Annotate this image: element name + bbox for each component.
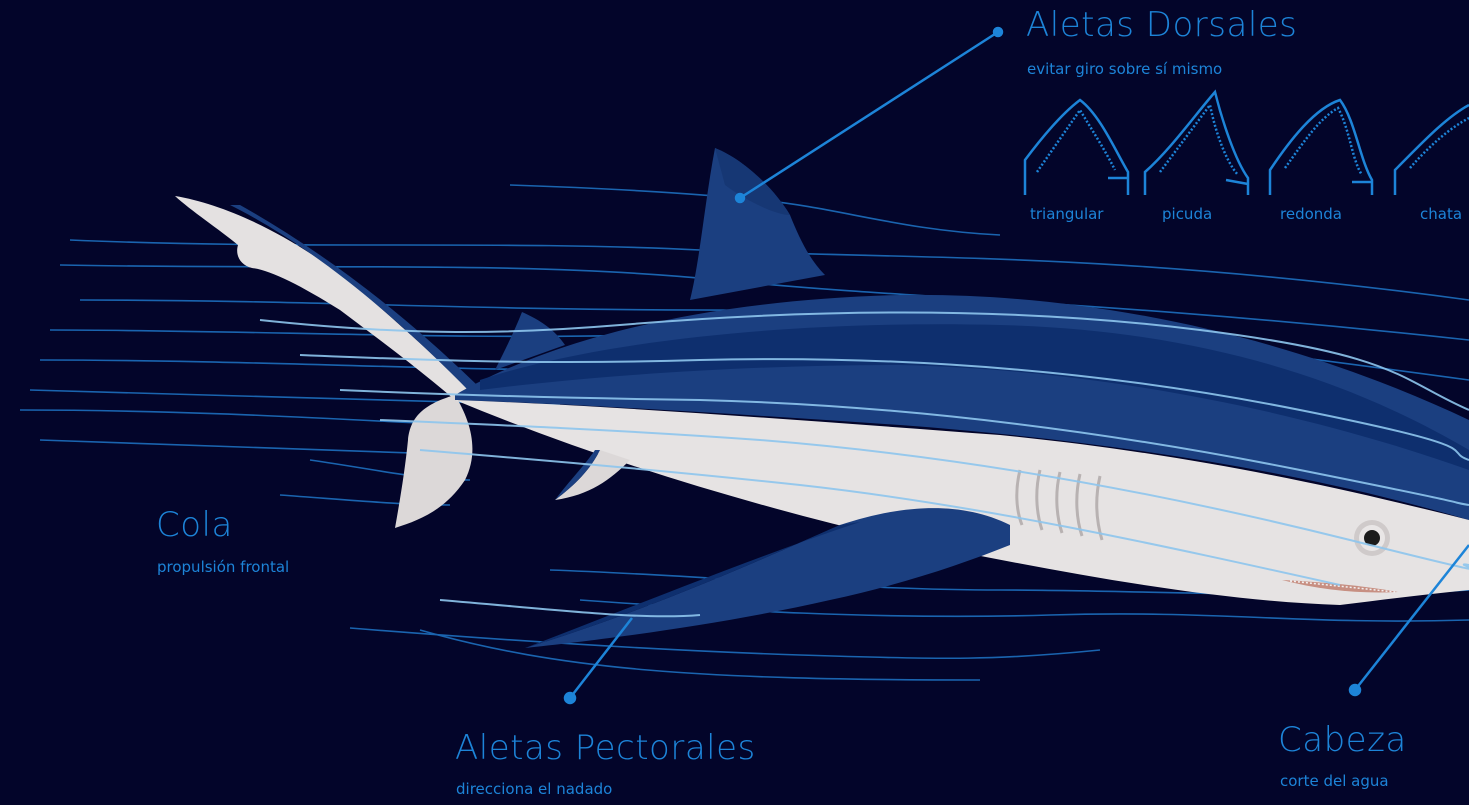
shark-eye: [1354, 520, 1390, 556]
dorsal-fins-subtitle: evitar giro sobre sí mismo: [1027, 60, 1222, 78]
fin-type-label-redonda: redonda: [1280, 205, 1342, 223]
head-title: Cabeza: [1278, 720, 1407, 760]
tail-upper-lobe: [175, 196, 470, 400]
dorsal-fins-title: Aletas Dorsales: [1026, 5, 1297, 45]
rounded-fin-icon: [1270, 100, 1372, 195]
pectoral-fin: [525, 508, 1010, 648]
pectoral-fins-title: Aletas Pectorales: [455, 728, 756, 768]
flat-fin-icon: [1395, 105, 1469, 195]
pectoral-fins-subtitle: direcciona el nadado: [456, 780, 612, 798]
triangular-fin-icon: [1025, 100, 1128, 195]
tail-subtitle: propulsión frontal: [157, 558, 289, 576]
fin-type-icons: [1025, 92, 1469, 195]
head-subtitle: corte del agua: [1280, 772, 1389, 790]
fin-type-label-picuda: picuda: [1162, 205, 1212, 223]
first-dorsal-fin: [690, 148, 825, 300]
fin-type-label-triangular: triangular: [1030, 205, 1103, 223]
tail-title: Cola: [156, 505, 233, 545]
pointed-fin-icon: [1145, 92, 1248, 195]
tail-lower-lobe: [395, 395, 472, 528]
fin-type-label-chata: chata: [1420, 205, 1462, 223]
